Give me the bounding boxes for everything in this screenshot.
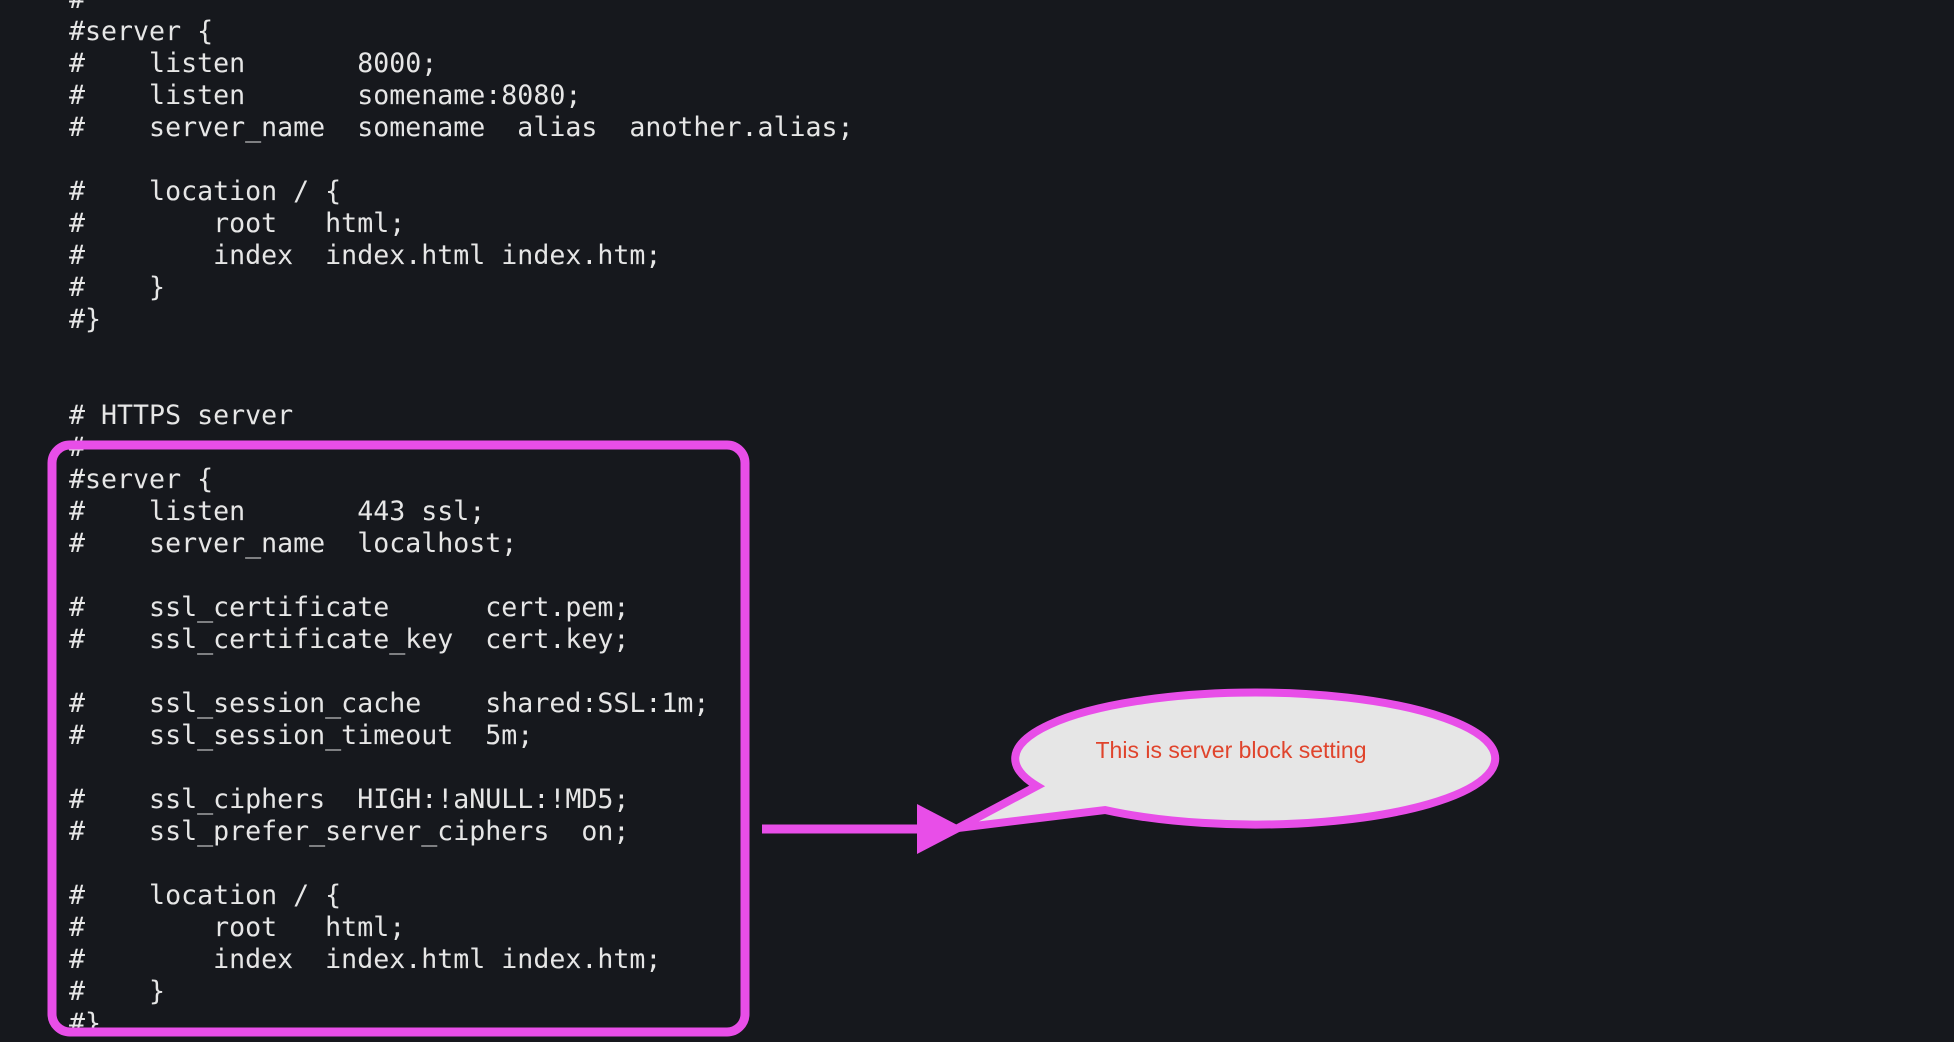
code-line: # listen somename:8080;: [69, 80, 582, 111]
code-line: # HTTPS server: [69, 400, 294, 431]
code-line: # server_name somename alias another.ali…: [69, 112, 854, 143]
code-line: #: [69, 432, 86, 463]
code-line: # ssl_session_cache shared:SSL:1m;: [69, 688, 710, 719]
code-line: [69, 560, 854, 592]
code-line: [69, 656, 854, 688]
code-line: # root html;: [69, 912, 406, 943]
code-line: # ssl_certificate cert.pem;: [69, 592, 630, 623]
code-line: # ssl_session_timeout 5m;: [69, 720, 534, 751]
code-line: # root html;: [69, 208, 406, 239]
code-line: # index index.html index.htm;: [69, 944, 662, 975]
code-line: include servers/*;: [69, 1040, 854, 1042]
code-line: [69, 752, 854, 784]
code-line: # index index.html index.htm;: [69, 240, 662, 271]
code-line: # location / {: [69, 176, 342, 207]
code-line: [69, 848, 854, 880]
code-line: # location / {: [69, 880, 342, 911]
code-line: # ssl_certificate_key cert.key;: [69, 624, 630, 655]
code-line: # ssl_prefer_server_ciphers on;: [69, 816, 630, 847]
code-line: [69, 368, 854, 400]
callout-text: This is server block setting: [1096, 737, 1367, 763]
code-line: # listen 8000;: [69, 48, 438, 79]
code-line: # listen 443 ssl;: [69, 496, 486, 527]
code-line: # }: [69, 976, 166, 1007]
code-line: #server {: [69, 16, 214, 47]
code-line: # }: [69, 272, 166, 303]
code-line: #}: [69, 1008, 102, 1039]
code-line: #: [69, 0, 854, 16]
speech-bubble: [956, 688, 1500, 832]
code-content: ##server {# listen 8000;# listen somenam…: [69, 0, 854, 1042]
code-line: # server_name localhost;: [69, 528, 518, 559]
code-line: [69, 336, 854, 368]
code-line: [69, 144, 854, 176]
code-line: #server {: [69, 464, 214, 495]
code-line: # ssl_ciphers HIGH:!aNULL:!MD5;: [69, 784, 630, 815]
code-line: #}: [69, 304, 102, 335]
arrow-head-icon: [917, 804, 965, 854]
